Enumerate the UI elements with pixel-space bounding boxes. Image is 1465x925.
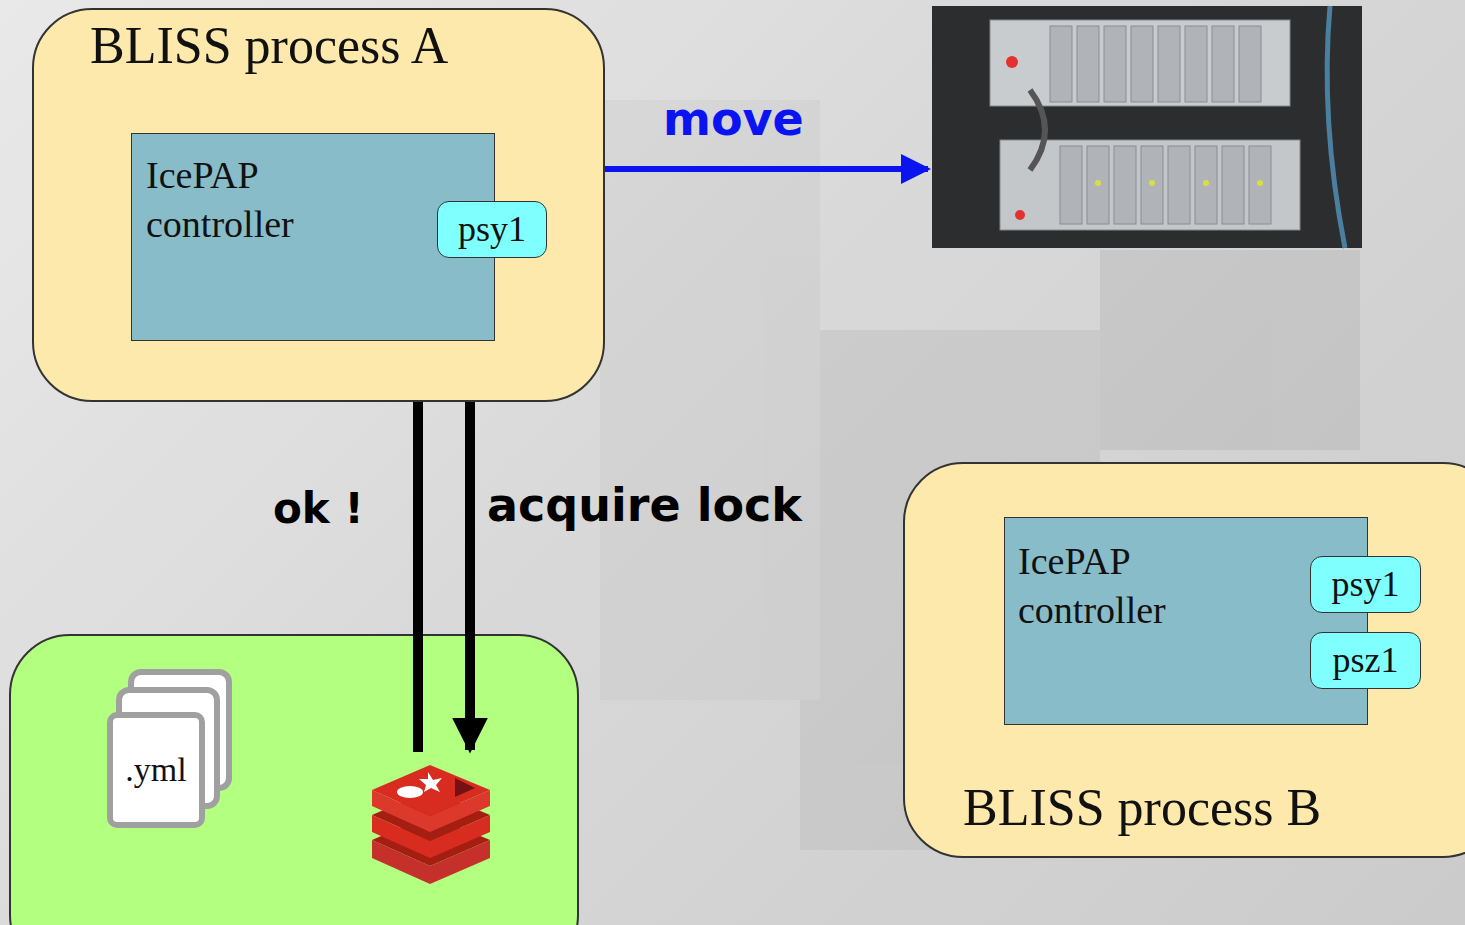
box-title: psy1: [1331, 565, 1399, 605]
rack-module: [1131, 26, 1153, 102]
rack-led: [1203, 180, 1209, 186]
rack-led: [1257, 180, 1263, 186]
action-label: acquire lock: [487, 478, 802, 532]
action-label: move: [663, 92, 804, 146]
rack-led: [1015, 210, 1025, 220]
background-shape: [600, 100, 820, 700]
rack-module: [1212, 26, 1234, 102]
rack-module: [1249, 146, 1271, 224]
redis-layer: [372, 790, 490, 832]
icepap-rack-photo: [932, 6, 1362, 248]
axis-tag: psy1: [1310, 556, 1421, 613]
rack-led: [1095, 180, 1101, 186]
box-title: .yml: [125, 751, 186, 788]
redis-mark: [455, 778, 475, 797]
rack-module: [1168, 146, 1190, 224]
rack-cable: [1327, 6, 1345, 248]
controller-box: IcePAP controllerpsy1psz1: [1004, 517, 1368, 725]
rack-module: [1195, 146, 1217, 224]
rack-module: [1077, 26, 1099, 102]
rack-module: [1060, 146, 1082, 224]
rack-module: [1114, 146, 1136, 224]
rack-led: [1149, 180, 1155, 186]
beacon-server-box: [10, 635, 578, 925]
box-title: IcePAP controller: [146, 151, 346, 250]
background-shape: [1100, 250, 1360, 450]
redis-logo: [372, 765, 490, 884]
rack-module: [1050, 26, 1072, 102]
rack-chassis: [1000, 140, 1300, 230]
rack-led: [1006, 56, 1018, 68]
rack-cable: [1030, 90, 1045, 170]
reply-label: ok !: [273, 484, 364, 533]
box-title: psy1: [458, 210, 526, 250]
yml-file-icon: .yml: [107, 712, 205, 828]
box-title: psz1: [1333, 641, 1399, 681]
redis-mark: [419, 772, 442, 792]
rack-module: [1104, 26, 1126, 102]
redis-mark: [397, 786, 423, 798]
controller-box: IcePAP controllerpsy1: [131, 133, 495, 341]
process-box: BLISS process BIcePAP controllerpsy1psz1: [903, 462, 1465, 858]
axis-tag: psz1: [1310, 632, 1421, 689]
box-title: IcePAP controller: [1018, 537, 1218, 636]
rack-module: [1141, 146, 1163, 224]
box-title: BLISS process B: [963, 778, 1321, 838]
rack-module: [1158, 26, 1180, 102]
photo-ground: [932, 6, 1362, 248]
rack-module: [1239, 26, 1261, 102]
rack-module: [1185, 26, 1207, 102]
rack-module: [1087, 146, 1109, 224]
box-title: BLISS process A: [90, 16, 448, 76]
rack-module: [1222, 146, 1244, 224]
axis-tag: psy1: [437, 201, 547, 258]
ok-arrow: [413, 342, 423, 752]
process-box: BLISS process AIcePAP controllerpsy1: [32, 8, 605, 402]
